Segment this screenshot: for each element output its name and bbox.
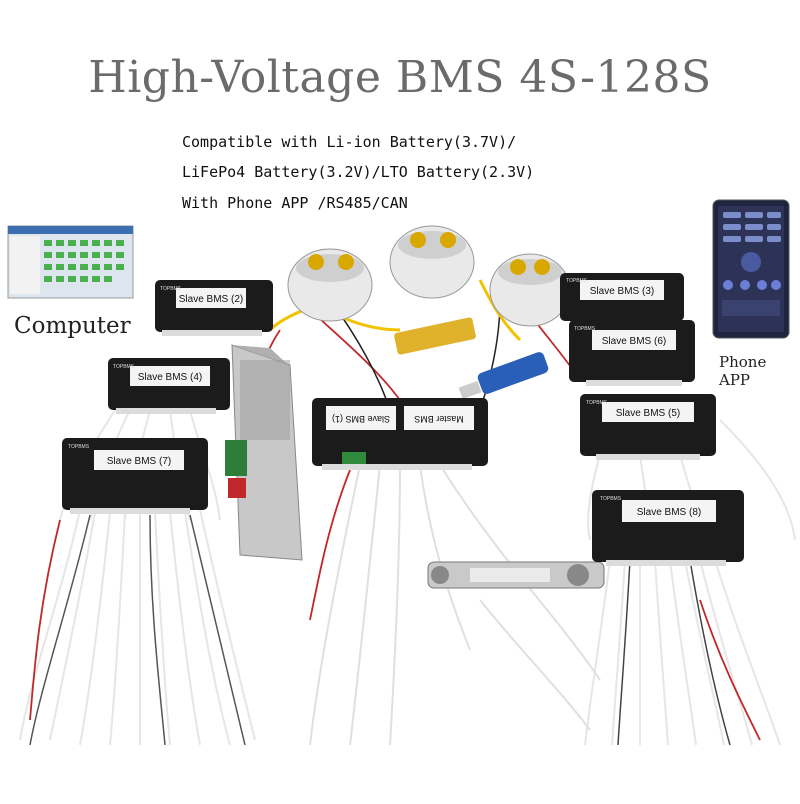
brand-slave2: TOPBMS <box>160 286 182 292</box>
phone-app-label: Phone APP <box>719 353 767 389</box>
current-shunt <box>427 561 605 589</box>
precharge-resistor <box>394 317 476 355</box>
label-slave3: Slave BMS (3) <box>590 286 654 297</box>
subtitle-line-3: With Phone APP /RS485/CAN <box>182 194 408 212</box>
subtitle-line-2: LiFePo4 Battery(3.2V)/LTO Battery(2.3V) <box>182 163 535 181</box>
power-supply <box>225 344 303 561</box>
contactor-relays <box>287 225 571 327</box>
brand-slave6: TOPBMS <box>574 326 596 332</box>
phone-app-screen <box>712 199 790 339</box>
brand-slave3: TOPBMS <box>566 278 588 284</box>
computer-screen <box>7 225 134 299</box>
computer-label: Computer <box>14 313 131 339</box>
label-slave8: Slave BMS (8) <box>637 507 701 518</box>
wire-bundle-right <box>584 419 796 746</box>
label-slave1: Slave BMS (1) <box>332 414 390 424</box>
label-slave6: Slave BMS (6) <box>602 336 666 347</box>
label-slave7: Slave BMS (7) <box>107 456 171 467</box>
label-master: Master BMS <box>414 414 464 424</box>
usb-adapter <box>458 352 549 400</box>
brand-slave5: TOPBMS <box>586 400 608 406</box>
label-slave2: Slave BMS (2) <box>179 294 243 305</box>
label-slave5: Slave BMS (5) <box>616 408 680 419</box>
page-title: High-Voltage BMS 4S-128S <box>88 52 712 103</box>
brand-slave7: TOPBMS <box>68 444 90 450</box>
subtitle-line-1: Compatible with Li-ion Battery(3.7V)/ <box>182 133 517 151</box>
brand-slave4: TOPBMS <box>113 364 135 370</box>
label-slave4: Slave BMS (4) <box>138 372 202 383</box>
bms-modules: TOPBMS Slave BMS (2) TOPBMS Slave BMS (4… <box>62 273 744 562</box>
brand-slave8: TOPBMS <box>600 496 622 502</box>
